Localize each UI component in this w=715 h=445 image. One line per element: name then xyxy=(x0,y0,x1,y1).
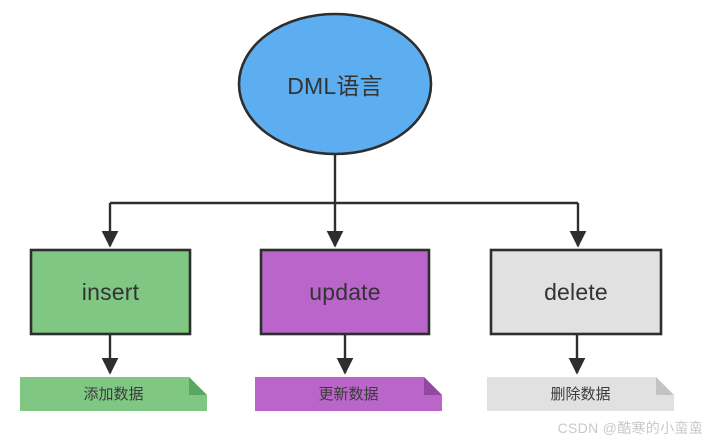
note-insert-fold xyxy=(189,377,207,395)
note-update-body xyxy=(255,377,442,411)
note-delete-body xyxy=(487,377,674,411)
node-delete-box[interactable] xyxy=(489,248,663,336)
note-delete[interactable] xyxy=(487,377,674,411)
note-insert-body xyxy=(20,377,207,411)
note-update[interactable] xyxy=(255,377,442,411)
note-insert[interactable] xyxy=(20,377,207,411)
note-update-fold xyxy=(424,377,442,395)
node-root-ellipse[interactable] xyxy=(237,12,433,156)
node-update-box[interactable] xyxy=(259,248,431,336)
node-insert-box[interactable] xyxy=(29,248,192,336)
connector-group xyxy=(101,155,587,375)
note-delete-fold xyxy=(656,377,674,395)
csdn-watermark: CSDN @酷寒的小蛮蛮 xyxy=(557,420,703,436)
